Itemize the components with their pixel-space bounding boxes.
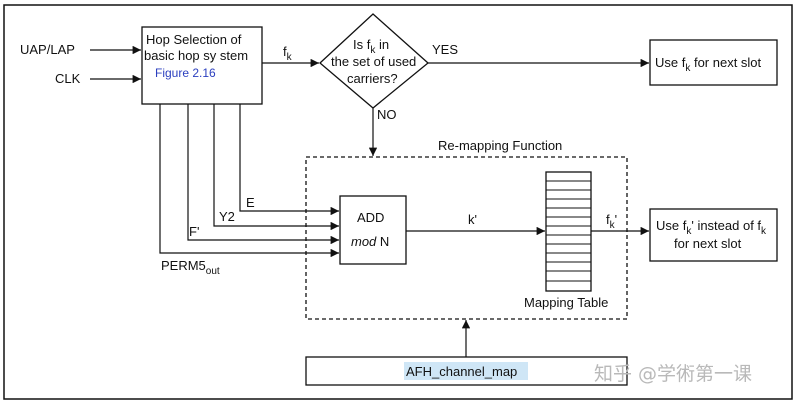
use-fk-text: Use fk for next slot (655, 55, 762, 74)
yes-label: YES (432, 42, 458, 57)
watermark-text: 知乎 @学術第一课 (594, 363, 752, 385)
e-signal-label: E (246, 195, 255, 210)
y2-signal-label: Y2 (219, 209, 235, 224)
afh-channel-map-label: AFH_channel_map (406, 364, 517, 379)
use-fk-prime-line-1: Use fk' instead of fk (656, 218, 767, 237)
y2-signal-line (213, 104, 339, 231)
use-fk-prime-box (649, 208, 778, 262)
fk-label: fk (283, 44, 293, 63)
use-fk-box (649, 39, 778, 86)
mapping-table (545, 171, 592, 292)
afh-highlight (404, 362, 528, 380)
hop-selection-title-2: basic hop sy stem (144, 48, 248, 63)
uap-lap-label: UAP/LAP (20, 42, 75, 57)
add-label: ADD (357, 210, 384, 225)
add-mod-n-box (339, 195, 407, 265)
remapping-function-box (305, 156, 628, 320)
hop-selection-box (141, 26, 263, 105)
mapping-table-label: Mapping Table (524, 295, 608, 310)
k-prime-label: k' (468, 212, 477, 227)
clk-label: CLK (55, 71, 81, 86)
outer-frame (3, 4, 793, 400)
perm5-signal-label: PERM5out (161, 258, 220, 277)
mod-n-label: mod N (351, 234, 389, 249)
e-signal-line (239, 104, 339, 216)
hop-selection-title-1: Hop Selection of (146, 32, 242, 47)
decision-line-3: carriers? (347, 71, 398, 86)
perm5-signal-line (159, 104, 339, 258)
f-prime-signal-line (187, 104, 339, 245)
fk-prime-label: fk' (606, 212, 617, 231)
f-prime-signal-label: F' (189, 224, 199, 239)
decision-line-2: the set of used (331, 54, 416, 69)
decision-line-1: Is fk in (353, 37, 389, 56)
use-fk-prime-line-2: for next slot (674, 236, 742, 251)
remapping-function-title: Re-mapping Function (438, 138, 562, 153)
no-label: NO (377, 107, 397, 122)
figure-reference-link[interactable]: Figure 2.16 (155, 66, 216, 80)
